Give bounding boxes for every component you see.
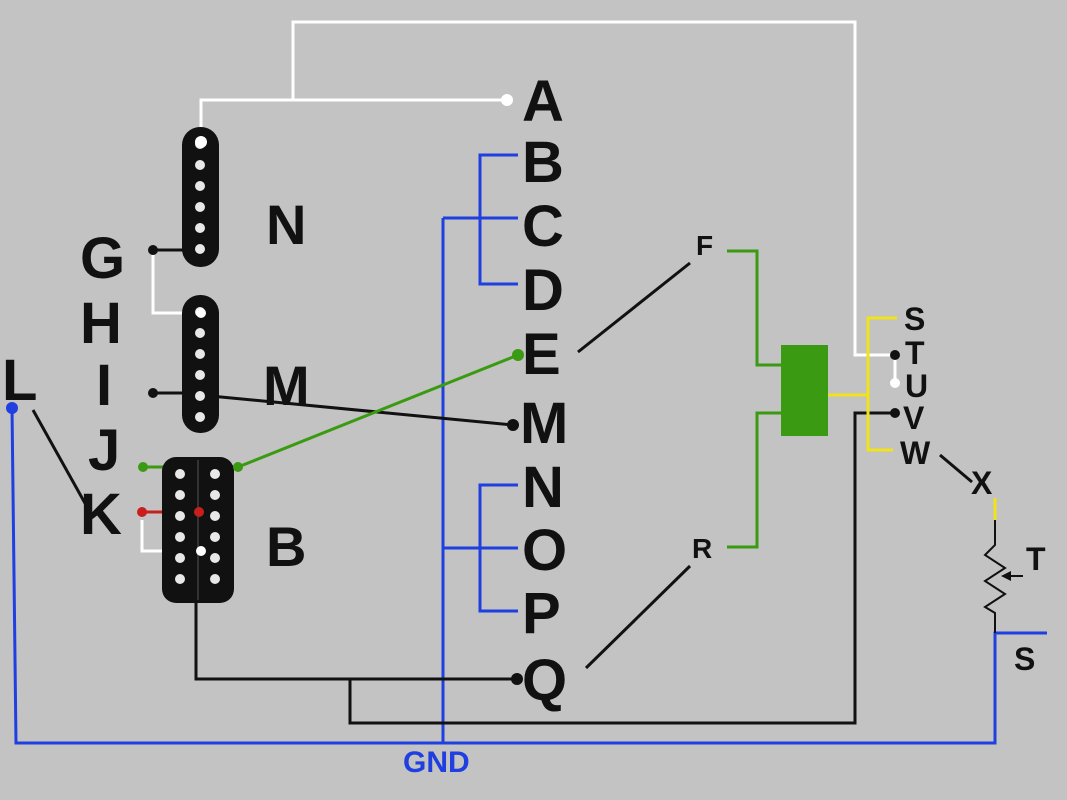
wire-L-leader (31, 409, 88, 506)
yellow-wires (828, 316, 997, 520)
terminal-O: O (522, 518, 567, 583)
label-G: G (80, 226, 125, 291)
wire-top-loop (291, 20, 895, 357)
capacitor (781, 345, 828, 436)
neck-pickup (182, 127, 219, 267)
terminal-E: E (522, 322, 561, 387)
label-K: K (80, 482, 122, 547)
wire-Q-to-R (584, 564, 692, 670)
wire-ground-loop (348, 411, 895, 725)
terminal-N: N (522, 455, 564, 520)
label-S: S (904, 301, 925, 337)
terminal-D: D (522, 258, 564, 323)
terminal-M: M (520, 391, 568, 456)
ground-wires (10, 153, 1047, 745)
label-X: X (971, 465, 993, 501)
label-W: W (900, 435, 931, 471)
label-S-ground: S (1014, 641, 1035, 677)
wire-W-to-X (939, 453, 973, 484)
tone-pot (983, 520, 1023, 633)
label-U: U (905, 368, 928, 404)
label-T: T (905, 335, 925, 371)
label-V: V (903, 400, 925, 436)
wire-L-ground (10, 406, 1047, 745)
terminal-C: C (522, 194, 564, 259)
bridge-humbucker (162, 457, 234, 603)
wire-middle-to-M (199, 393, 514, 427)
wire-neck-hot-to-A (199, 98, 507, 140)
terminal-column: A B C D E M N O P Q (520, 69, 568, 713)
wire-E-to-F (577, 261, 691, 354)
label-T-pot: T (1026, 541, 1046, 577)
terminal-A: A (522, 69, 564, 134)
wire-F-to-cap (727, 249, 781, 367)
terminal-B: B (522, 130, 564, 195)
left-labels: G H I J K L (2, 226, 125, 547)
label-R: R (692, 533, 712, 564)
connection-dots (6, 94, 900, 685)
terminal-Q: Q (522, 648, 567, 713)
label-I: I (96, 353, 112, 418)
label-F: F (696, 230, 713, 261)
label-L: L (2, 348, 37, 413)
label-J: J (88, 418, 120, 483)
label-middle-pickup: M (263, 354, 310, 417)
ground-label: GND (403, 746, 470, 779)
terminal-P: P (522, 581, 561, 646)
wire-R-to-cap (727, 411, 781, 549)
label-H: H (80, 291, 122, 356)
label-bridge-pickup: B (266, 515, 306, 578)
wire-bridge-to-Q (194, 600, 517, 681)
switch-labels: S T U V W (900, 301, 931, 471)
wire-switch-bracket (866, 316, 897, 452)
white-wires (140, 20, 897, 553)
label-neck-pickup: N (266, 193, 306, 256)
